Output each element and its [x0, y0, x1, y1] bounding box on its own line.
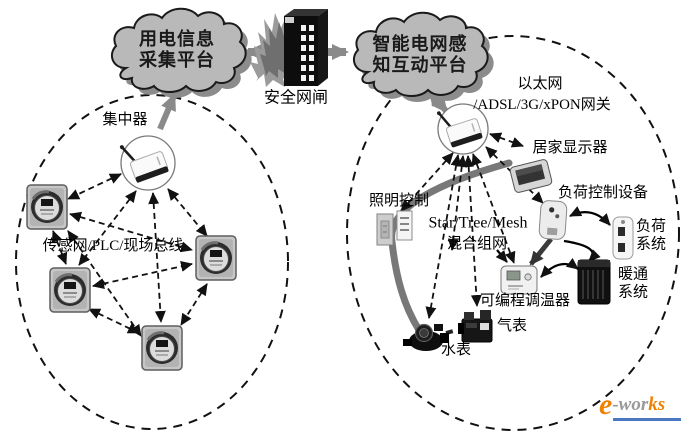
lighting-label: 照明控制: [368, 193, 430, 210]
firewall-label: 安全网闸: [263, 89, 329, 107]
smart-meter-icon: [140, 324, 184, 372]
gas-meter-label: 气表: [496, 318, 528, 335]
fieldbus-label: 传感网/PLC/现场总线: [42, 238, 184, 255]
hvac-icon: [577, 259, 611, 305]
light-switch-icon: [376, 210, 413, 246]
home-display-label: 居家显示器: [532, 140, 608, 157]
eworks-logo-mid: -wor: [612, 394, 649, 415]
han-zone-ellipse: [346, 35, 680, 431]
eworks-logo-e: e: [599, 388, 613, 421]
water-meter-icon: [403, 323, 449, 351]
load-control-label: 负荷控制设备: [557, 185, 649, 202]
han-solid-arrows: [495, 206, 611, 278]
concentrator-label: 集中器: [102, 112, 148, 129]
han-dashed-arrows: [400, 132, 544, 319]
smart-meter-icon: [48, 266, 92, 314]
gateway-label-line1: 以太网: [517, 76, 563, 93]
eworks-logo: e-works: [599, 388, 685, 427]
thermostat-icon: [500, 265, 538, 295]
load-control-to-thermostat-arrow: [529, 237, 553, 266]
load-system-icon: [612, 216, 634, 260]
load-system-label: 负荷 系统: [635, 218, 667, 252]
water-meter-label: 水表: [440, 342, 472, 359]
right-cloud-label: 智能电网感 知互动平台: [372, 33, 468, 75]
smart-meter-icon: [25, 183, 69, 231]
lan-mesh-arrows: [51, 173, 208, 337]
gas-meter-icon: [458, 310, 493, 343]
lan-zone-ellipse: [15, 94, 289, 430]
load-control-icon: [538, 200, 568, 240]
eworks-logo-end: ks: [648, 394, 666, 415]
gateway-label-line2: /ADSL/3G/xPON网关: [473, 97, 611, 114]
thermostat-label: 可编程调温器: [479, 293, 571, 310]
smart-meter-icon: [194, 234, 238, 282]
mesh-label-line2: 混合组网: [446, 236, 508, 253]
hvac-label: 暖通 系统: [617, 266, 649, 300]
water-gas-link: [445, 327, 462, 335]
mesh-label-line1: Star/Tree/Mesh: [428, 214, 528, 232]
left-cloud-label: 用电信息 采集平台: [139, 28, 215, 70]
home-display-icon: [509, 159, 553, 193]
gateway-icon: [435, 99, 489, 155]
concentrator-icon: [118, 131, 176, 191]
eworks-logo-underline: [613, 418, 681, 421]
firewall-icon: [250, 9, 328, 87]
